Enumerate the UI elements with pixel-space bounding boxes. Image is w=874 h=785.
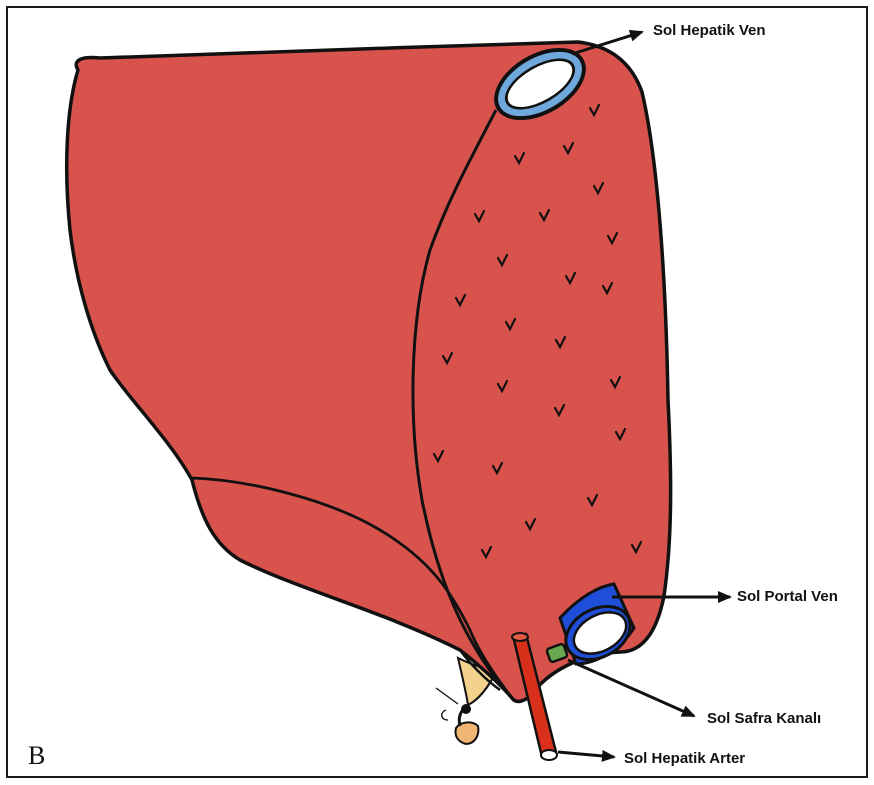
label-left-hepatic-artery: Sol Hepatik Arter (624, 750, 745, 767)
arrow-hepatic-artery (558, 752, 614, 757)
label-left-portal-vein: Sol Portal Ven (737, 588, 838, 605)
label-left-bile-duct: Sol Safra Kanalı (707, 710, 821, 727)
label-left-hepatic-vein: Sol Hepatik Ven (653, 22, 766, 39)
panel-letter: B (28, 741, 45, 770)
arrow-bile-duct (568, 660, 694, 716)
